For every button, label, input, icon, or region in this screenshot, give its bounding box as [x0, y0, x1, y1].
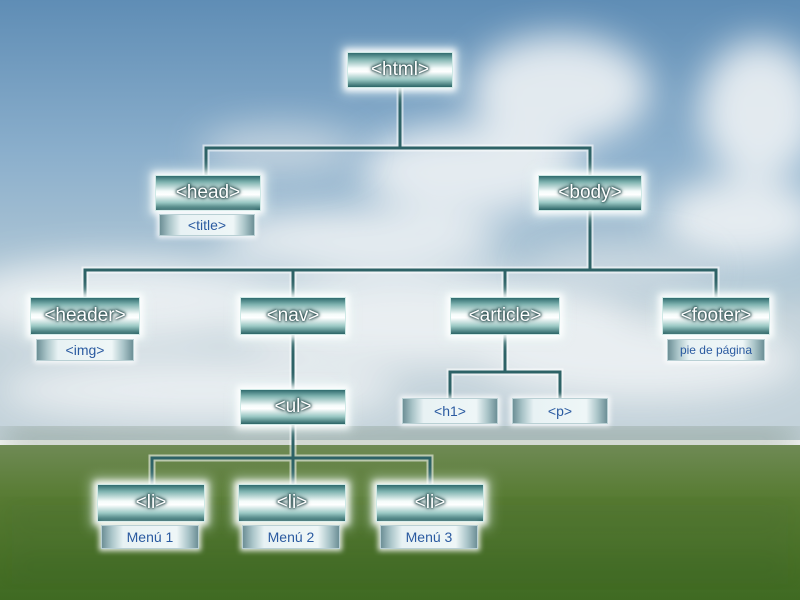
node-li-2: <li> — [238, 484, 346, 522]
node-h1: <h1> — [402, 398, 498, 424]
node-ul: <ul> — [240, 389, 346, 425]
node-menu-3: Menú 3 — [380, 525, 478, 549]
node-footer: <footer> — [662, 297, 770, 335]
node-article: <article> — [450, 297, 560, 335]
node-html: <html> — [347, 52, 453, 88]
node-p: <p> — [512, 398, 608, 424]
node-img: <img> — [36, 339, 134, 361]
node-pie-de-pagina: pie de página — [667, 339, 765, 361]
node-li-3: <li> — [376, 484, 484, 522]
node-menu-1: Menú 1 — [101, 525, 199, 549]
node-li-1: <li> — [97, 484, 205, 522]
node-body: <body> — [538, 175, 642, 211]
node-menu-2: Menú 2 — [242, 525, 340, 549]
node-header: <header> — [30, 297, 140, 335]
node-nav: <nav> — [240, 297, 346, 335]
node-title: <title> — [159, 214, 255, 236]
node-head: <head> — [155, 175, 261, 211]
